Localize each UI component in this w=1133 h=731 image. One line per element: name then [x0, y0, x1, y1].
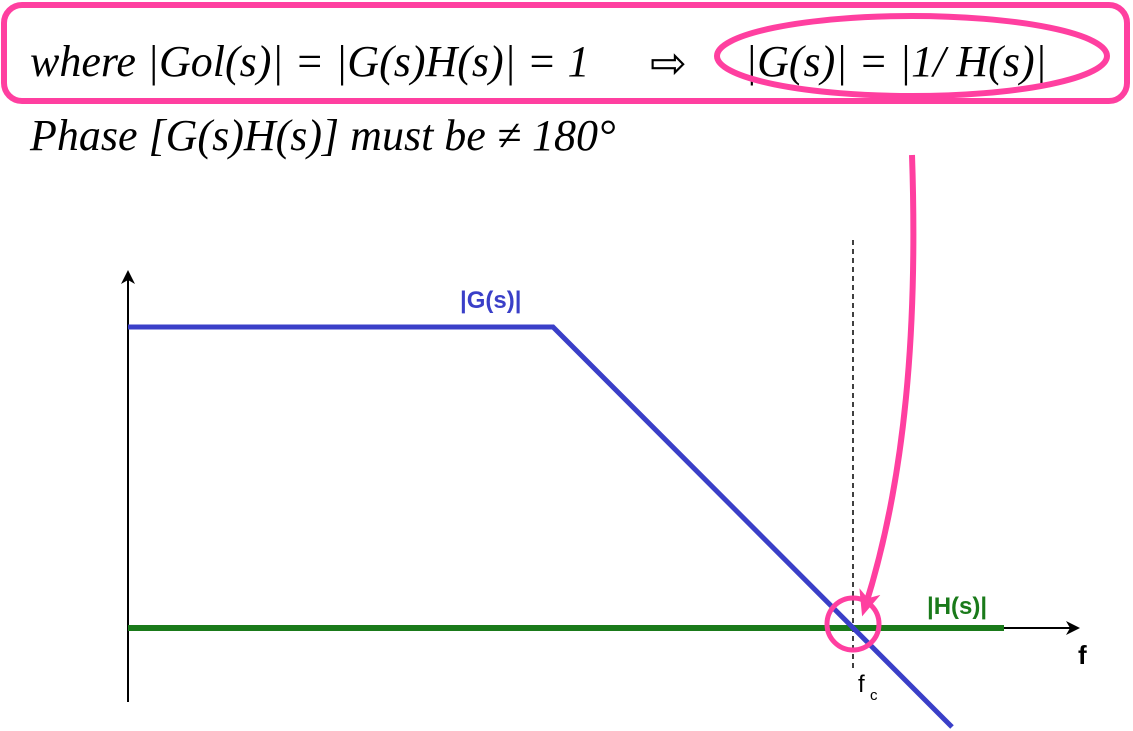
- implies-arrow-icon: ⇨: [650, 39, 687, 88]
- h-curve-label: |H(s)|: [927, 593, 987, 620]
- equation-condition-text: where |Gol(s)| = |G(s)H(s)| = 1: [30, 37, 590, 86]
- crossover-frequency-label: f: [858, 671, 865, 698]
- result-highlight-ellipse: [714, 13, 1110, 99]
- g-curve-label: |G(s)|: [460, 287, 521, 314]
- g-curve: [128, 324, 954, 729]
- pointer-arrow: [859, 154, 917, 617]
- equation-line-1: where |Gol(s)| = |G(s)H(s)| = 1 ⇨ |G(s)|…: [30, 37, 1047, 88]
- phase-condition-text: Phase [G(s)H(s)] must be ≠ 180°: [29, 111, 616, 160]
- crossover-highlight-circle: [824, 595, 882, 653]
- equation-highlight-box: [1, 2, 1130, 104]
- equation-result-text: |G(s)| = |1/ H(s)|: [745, 37, 1047, 86]
- crossover-frequency-subscript: c: [870, 687, 878, 704]
- x-axis-label: f: [1078, 640, 1087, 670]
